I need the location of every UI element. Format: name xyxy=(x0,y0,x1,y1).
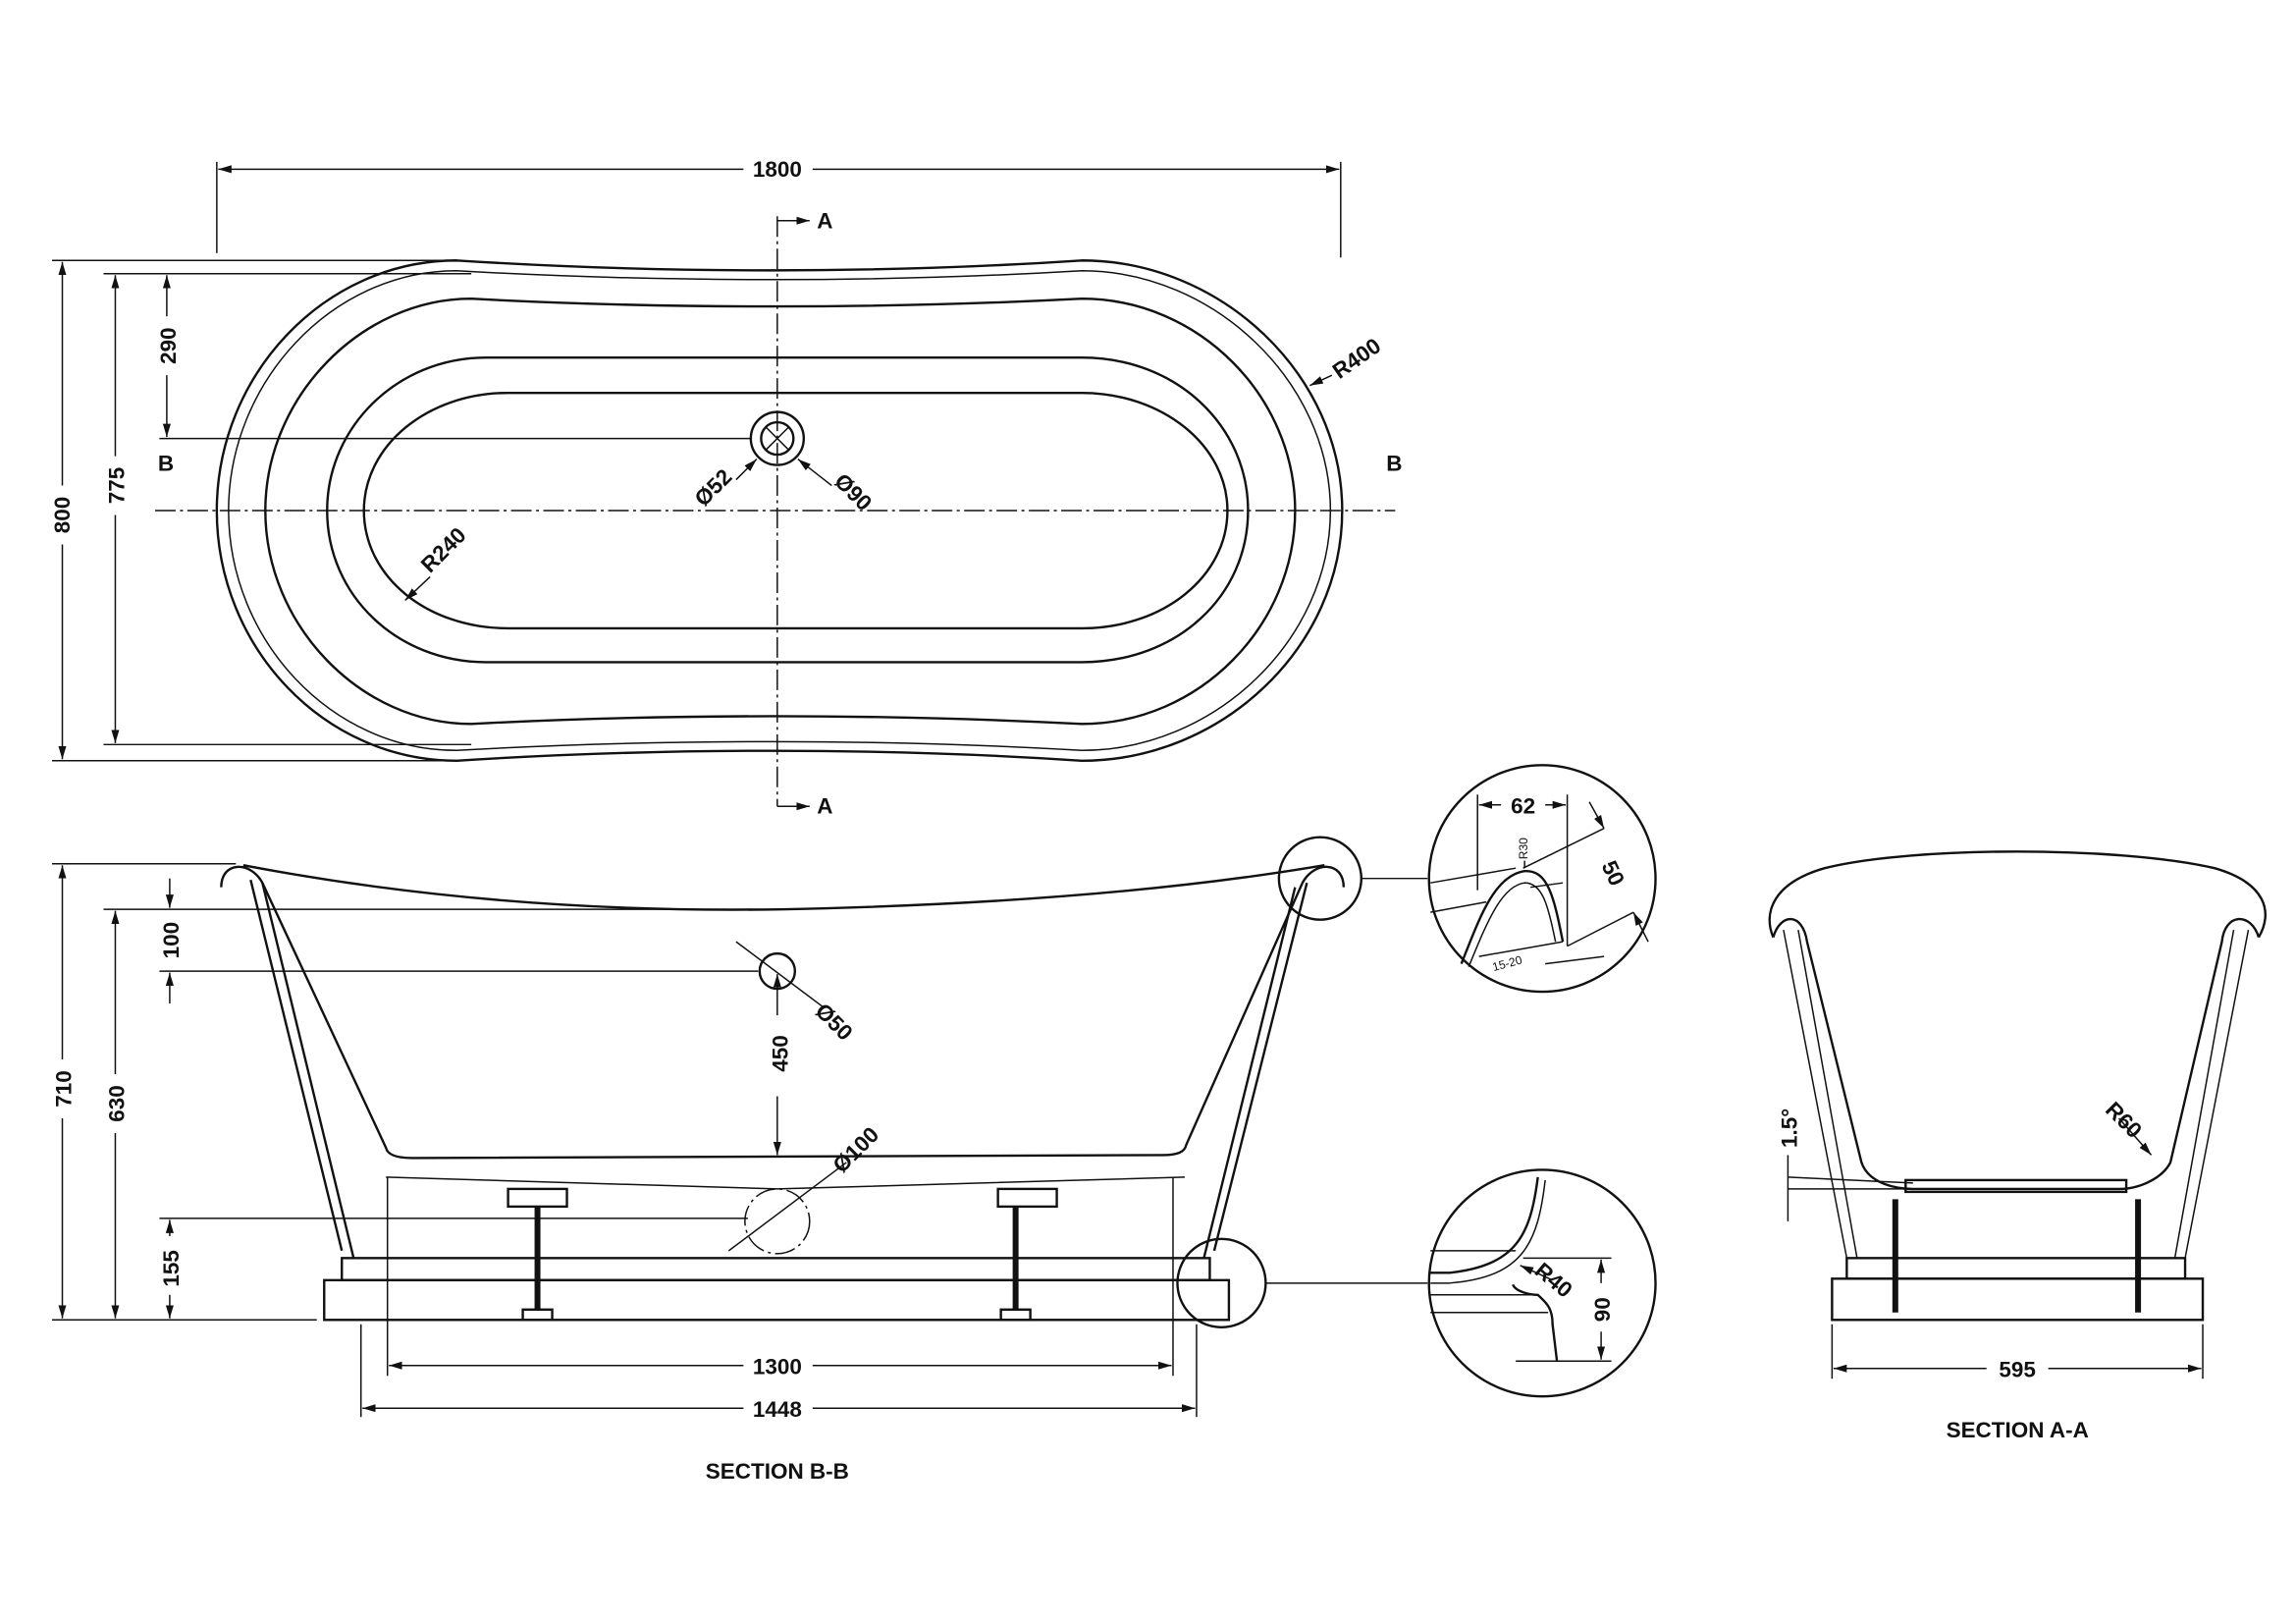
overall-height-dim: 710 xyxy=(51,1070,76,1108)
rim-depth-dim: 50 xyxy=(1597,857,1629,890)
leg-spacing-dim: 1300 xyxy=(753,1355,802,1380)
inner-radius-label: R240 xyxy=(416,522,471,577)
waste-offset-dim: 290 xyxy=(156,327,181,364)
waste-height-dim: 155 xyxy=(159,1250,184,1287)
section-aa-width-dim: 595 xyxy=(1999,1358,2036,1382)
rim-width-dim: 62 xyxy=(1511,794,1535,819)
rim-height-dim: 630 xyxy=(104,1085,129,1122)
overall-length-dim: 1800 xyxy=(753,157,802,182)
section-a-marker-top: A xyxy=(817,208,832,233)
waste-inner-diameter: Ø52 xyxy=(690,464,737,512)
rim-thickness-label: 15-20 xyxy=(1491,952,1524,974)
section-bb: Ø50 Ø100 450 710 630 100 155 1300 1448 S… xyxy=(51,836,1428,1484)
overall-width-dim: 800 xyxy=(50,497,75,534)
inner-width-dim: 775 xyxy=(104,467,129,505)
waste-outer-diameter: Ø90 xyxy=(829,468,877,515)
base-detail: R40 90 xyxy=(1427,1168,1657,1398)
waste-diameter: Ø100 xyxy=(828,1122,884,1178)
base-height-dim: 90 xyxy=(1590,1297,1615,1322)
end-radius-label: R400 xyxy=(1328,333,1385,383)
plan-view: A A B B Ø52 Ø90 R400 R240 1800 800 775 2… xyxy=(50,157,1403,819)
rim-detail: 62 50 R30 15-20 xyxy=(1427,764,1657,994)
section-aa: 1.5° R60 595 SECTION A-A xyxy=(1768,850,2267,1442)
rim-radius-label: R30 xyxy=(1517,838,1530,859)
overflow-drop-dim: 100 xyxy=(159,922,184,959)
section-b-marker-right: B xyxy=(1386,452,1402,476)
floor-slope-label: 1.5° xyxy=(1777,1109,1801,1148)
corner-radius-label: R60 xyxy=(2101,1097,2147,1143)
section-b-marker-left: B xyxy=(158,452,174,476)
plinth-length-dim: 1448 xyxy=(753,1397,802,1422)
section-aa-title: SECTION A-A xyxy=(1947,1418,2089,1442)
section-bb-title: SECTION B-B xyxy=(706,1459,849,1484)
overflow-height-dim: 450 xyxy=(768,1035,792,1072)
section-a-marker-bottom: A xyxy=(817,794,832,819)
overflow-diameter: Ø50 xyxy=(811,999,858,1046)
